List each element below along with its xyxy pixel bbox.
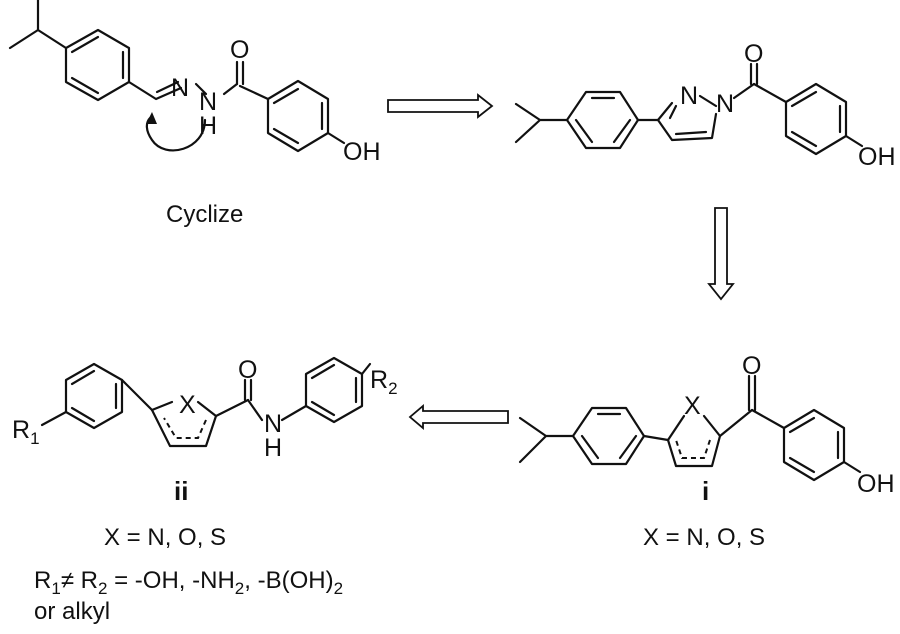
compound-i-label: i [702,476,709,506]
compound-ii-label: ii [174,476,188,506]
arrow-down [707,207,735,301]
atom-n-hydrazide: N [199,88,217,116]
hydrazone-structure: N N H O OH [8,0,381,166]
atom-o-carbonyl-4: O [238,356,257,384]
r-definition-line2: or alkyl [34,598,110,625]
atom-x-i: X [684,392,701,420]
atom-h-hydrazide: H [199,112,217,140]
atom-o-carbonyl-2: O [744,40,763,68]
x-definition-ii: X = N, O, S [104,524,226,551]
pyrazole-structure: N N O OH [514,40,896,171]
compound-i-structure: X O OH [518,352,895,498]
atom-oh-3: OH [857,470,895,498]
r1-group: R1 [12,416,40,448]
atom-oh-2: OH [858,143,896,171]
atom-x-ii: X [179,391,196,419]
atom-h-amide: H [264,434,282,462]
atom-o-carbonyl-1: O [230,36,249,64]
atom-n-imine: N [171,74,189,102]
cyclize-caption: Cyclize [166,201,243,228]
atom-oh-1: OH [343,138,381,166]
r2-group: R2 [370,366,398,398]
arrow-right [387,93,494,119]
x-definition-i: X = N, O, S [643,524,765,551]
r-definition: R1≠ R2 = -OH, -NH2, -B(OH)2 [34,567,343,598]
atom-n-pyrazole-right: N [716,90,734,118]
atom-o-carbonyl-3: O [742,352,761,380]
atom-n-amide: N [264,410,282,438]
arrow-left [408,404,509,430]
compound-ii-structure: X O N H R1 R2 [12,356,398,462]
atom-n-pyrazole-left: N [680,82,698,110]
